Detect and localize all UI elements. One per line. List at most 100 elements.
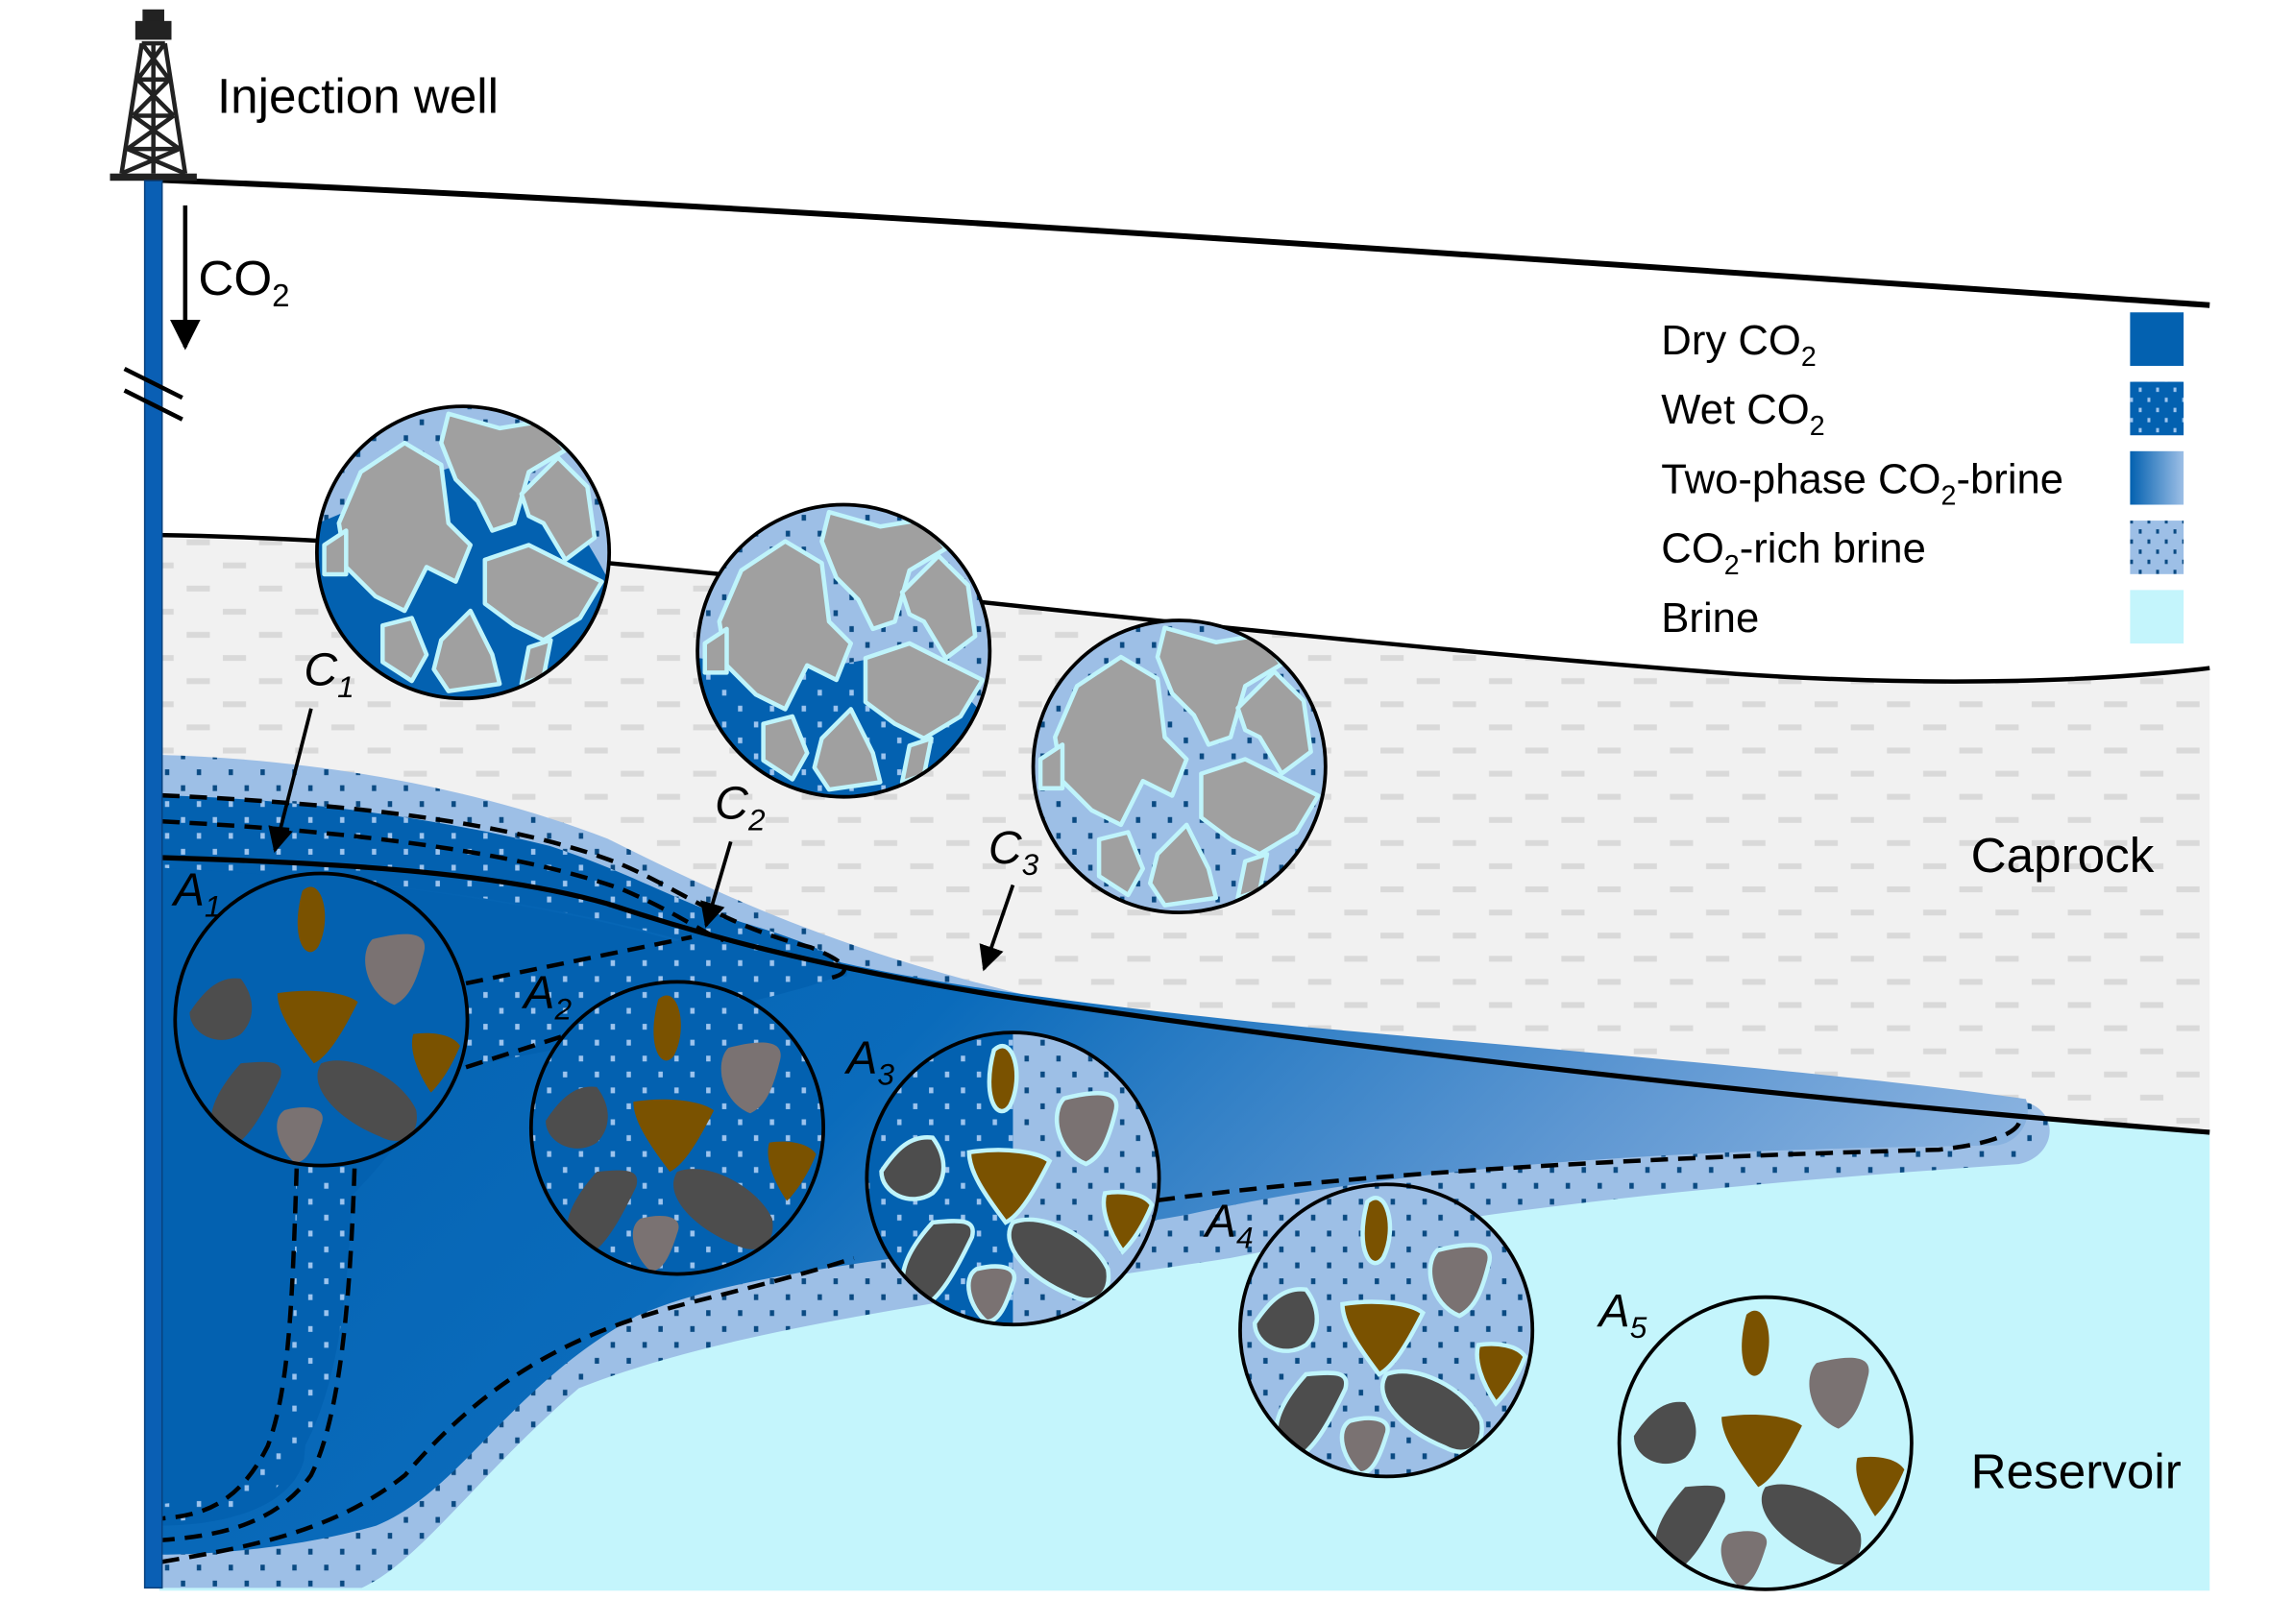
lithic-grain [1427, 1243, 1493, 1319]
drilling-derrick-icon [110, 9, 197, 182]
inset-label-c1: C1 [304, 644, 354, 704]
dashed-boundary-finger-left [161, 1168, 300, 1521]
reservoir-inset-a4 [1238, 1182, 1535, 1479]
quartz-grain [189, 978, 253, 1040]
lithic-grain [1720, 1531, 1768, 1587]
wet-co2-upper-band [159, 795, 848, 978]
legend-swatch-co2-rich-brine [2130, 521, 2184, 574]
inset-frame [173, 871, 470, 1168]
dashed-boundary-channel-top [465, 934, 693, 986]
mineral-grain [899, 553, 978, 661]
quartz-grain [879, 1135, 946, 1201]
lithic-grain [365, 933, 426, 1006]
pointer-arrow-icon [700, 840, 733, 929]
quartz-grain [1655, 1485, 1725, 1572]
lithic-grain [277, 1107, 323, 1163]
lithic-grain [632, 1215, 679, 1272]
inset-frame [1031, 618, 1328, 915]
quartz-grain [1274, 1370, 1349, 1462]
mineral-grain [761, 714, 810, 782]
feldspar-grain [1856, 1456, 1905, 1516]
reservoir-inset-a1 [173, 871, 470, 1168]
lithic-grain [720, 1042, 781, 1114]
feldspar-grain [1360, 1196, 1393, 1266]
quartz-grain [673, 1169, 773, 1249]
dashed-boundary-finger-right [161, 1168, 357, 1542]
inset-frame [1238, 1182, 1535, 1479]
dashed-boundary-lower-right [1157, 1112, 2022, 1203]
quartz-grain [546, 1086, 608, 1149]
lithic-grain [1809, 1357, 1869, 1429]
injection-well-label: Injection well [217, 68, 499, 123]
feldspar-grain [1475, 1342, 1528, 1407]
mineral-grain [1096, 830, 1145, 898]
mineral-grain [380, 616, 429, 684]
feldspar-grain [987, 1044, 1019, 1114]
lithic-grain [1339, 1416, 1390, 1476]
mineral-grain [431, 608, 502, 693]
feldspar-grain [277, 990, 358, 1064]
feldspar-grain [1101, 1190, 1155, 1255]
inset-frame [315, 404, 612, 701]
pointer-arrow-icon [979, 884, 1015, 972]
reservoir-inset-a5 [1617, 1295, 1914, 1591]
caprock-base-line [159, 855, 2210, 1135]
mineral-grain [482, 543, 604, 642]
feldspar-grain [411, 1032, 460, 1093]
feldspar-grain [297, 886, 326, 953]
inset-frame [528, 980, 826, 1276]
inset-frame [1617, 1295, 1914, 1591]
dashed-boundary-lower [161, 1255, 855, 1564]
mineral-grain [863, 641, 986, 741]
quartz-grain [210, 1061, 281, 1149]
legend-swatch-two-phase [2130, 450, 2184, 505]
mineral-grain [812, 707, 883, 792]
dashed-boundary-upper2 [161, 819, 724, 942]
caprock-inset-c1 [315, 404, 612, 701]
quartz-grain [567, 1170, 638, 1257]
legend-swatch-brine [2130, 590, 2184, 644]
reservoir-inset-a3 [865, 1030, 1161, 1327]
ground-surface-line [144, 176, 2210, 308]
inset-frame [695, 502, 992, 799]
reservoir-label: Reservoir [1971, 1443, 2182, 1498]
legend-label-co2-rich-brine: CO2-rich brine [1661, 525, 1926, 581]
feldspar-grain [633, 1099, 715, 1173]
inset-label-c3: C3 [988, 822, 1039, 882]
mineral-grain [1235, 669, 1313, 776]
lithic-grain [966, 1264, 1017, 1324]
legend-label-brine: Brine [1661, 594, 1759, 642]
inset-label-a1: A1 [171, 864, 222, 924]
pointer-arrow-icon [268, 708, 313, 853]
inset-label-c2: C2 [715, 777, 766, 836]
mineral-grain [1199, 757, 1321, 857]
inset-label-a2: A2 [521, 967, 572, 1027]
reservoir-inset-a2 [528, 980, 826, 1276]
mineral-grain [1148, 822, 1219, 908]
quartz-grain [317, 1060, 417, 1141]
wet-co2-finger [159, 1156, 355, 1522]
quartz-grain [1633, 1401, 1696, 1465]
dashed-boundary-upper [161, 792, 846, 981]
legend-label-two-phase: Two-phase CO2-brine [1661, 455, 2063, 511]
caprock-inset-c2 [695, 502, 992, 799]
depth-break-icon [123, 366, 183, 422]
mineral-grain [1037, 742, 1065, 791]
inset-frame [865, 1030, 1161, 1327]
legend-swatch-wet-co2 [2130, 381, 2184, 436]
mineral-grain [322, 528, 349, 577]
inset-label-a3: A3 [843, 1031, 894, 1091]
quartz-grain [1252, 1287, 1319, 1353]
mineral-grain [519, 455, 598, 563]
feldspar-grain [1742, 1310, 1769, 1376]
quartz-grain [1761, 1484, 1862, 1565]
co2-flow-label: CO2 [198, 251, 289, 314]
inset-label-a5: A5 [1597, 1285, 1647, 1345]
caprock-label: Caprock [1971, 828, 2155, 883]
lithic-grain [1054, 1090, 1119, 1167]
feldspar-grain [966, 1148, 1053, 1225]
feldspar-grain [1721, 1414, 1802, 1488]
mineral-grain [702, 626, 729, 675]
